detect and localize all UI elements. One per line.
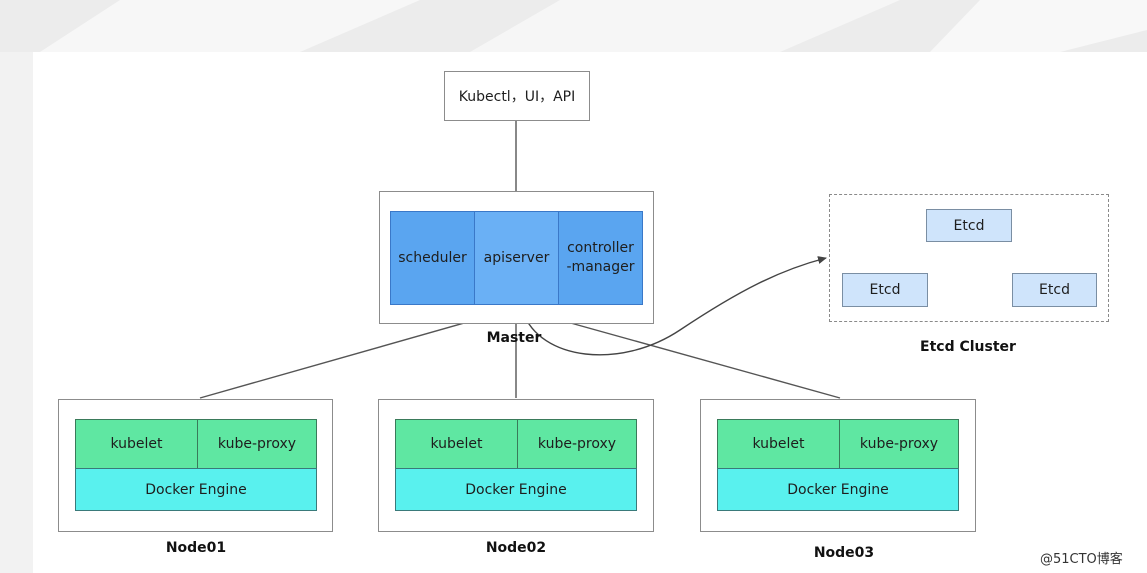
client-label: Kubectl，UI，API [458,89,576,105]
apiserver-component: apiserver [474,211,559,305]
node01-docker-engine: Docker Engine [75,468,317,511]
node02-kube-proxy: kube-proxy [517,419,637,469]
node03-caption: Node03 [813,545,875,561]
master-caption: Master [486,330,542,346]
background-decoration [0,0,1147,52]
client-box: Kubectl，UI，API [444,71,590,121]
node02-kubelet: kubelet [395,419,518,469]
node02-caption: Node02 [485,540,547,556]
node03-kubelet: kubelet [717,419,840,469]
watermark-text: @51CTO博客 [1040,552,1123,567]
etcd-cluster-caption: Etcd Cluster [920,339,1016,355]
etcd-node-right: Etcd [1012,273,1097,307]
node03-docker-engine: Docker Engine [717,468,959,511]
node01-kubelet: kubelet [75,419,198,469]
node01-kube-proxy: kube-proxy [197,419,317,469]
controller-manager-component: controller -manager [558,211,643,305]
node03-kube-proxy: kube-proxy [839,419,959,469]
scheduler-component: scheduler [390,211,475,305]
etcd-node-top: Etcd [926,209,1012,242]
node01-caption: Node01 [165,540,227,556]
node02-docker-engine: Docker Engine [395,468,637,511]
etcd-node-left: Etcd [842,273,928,307]
